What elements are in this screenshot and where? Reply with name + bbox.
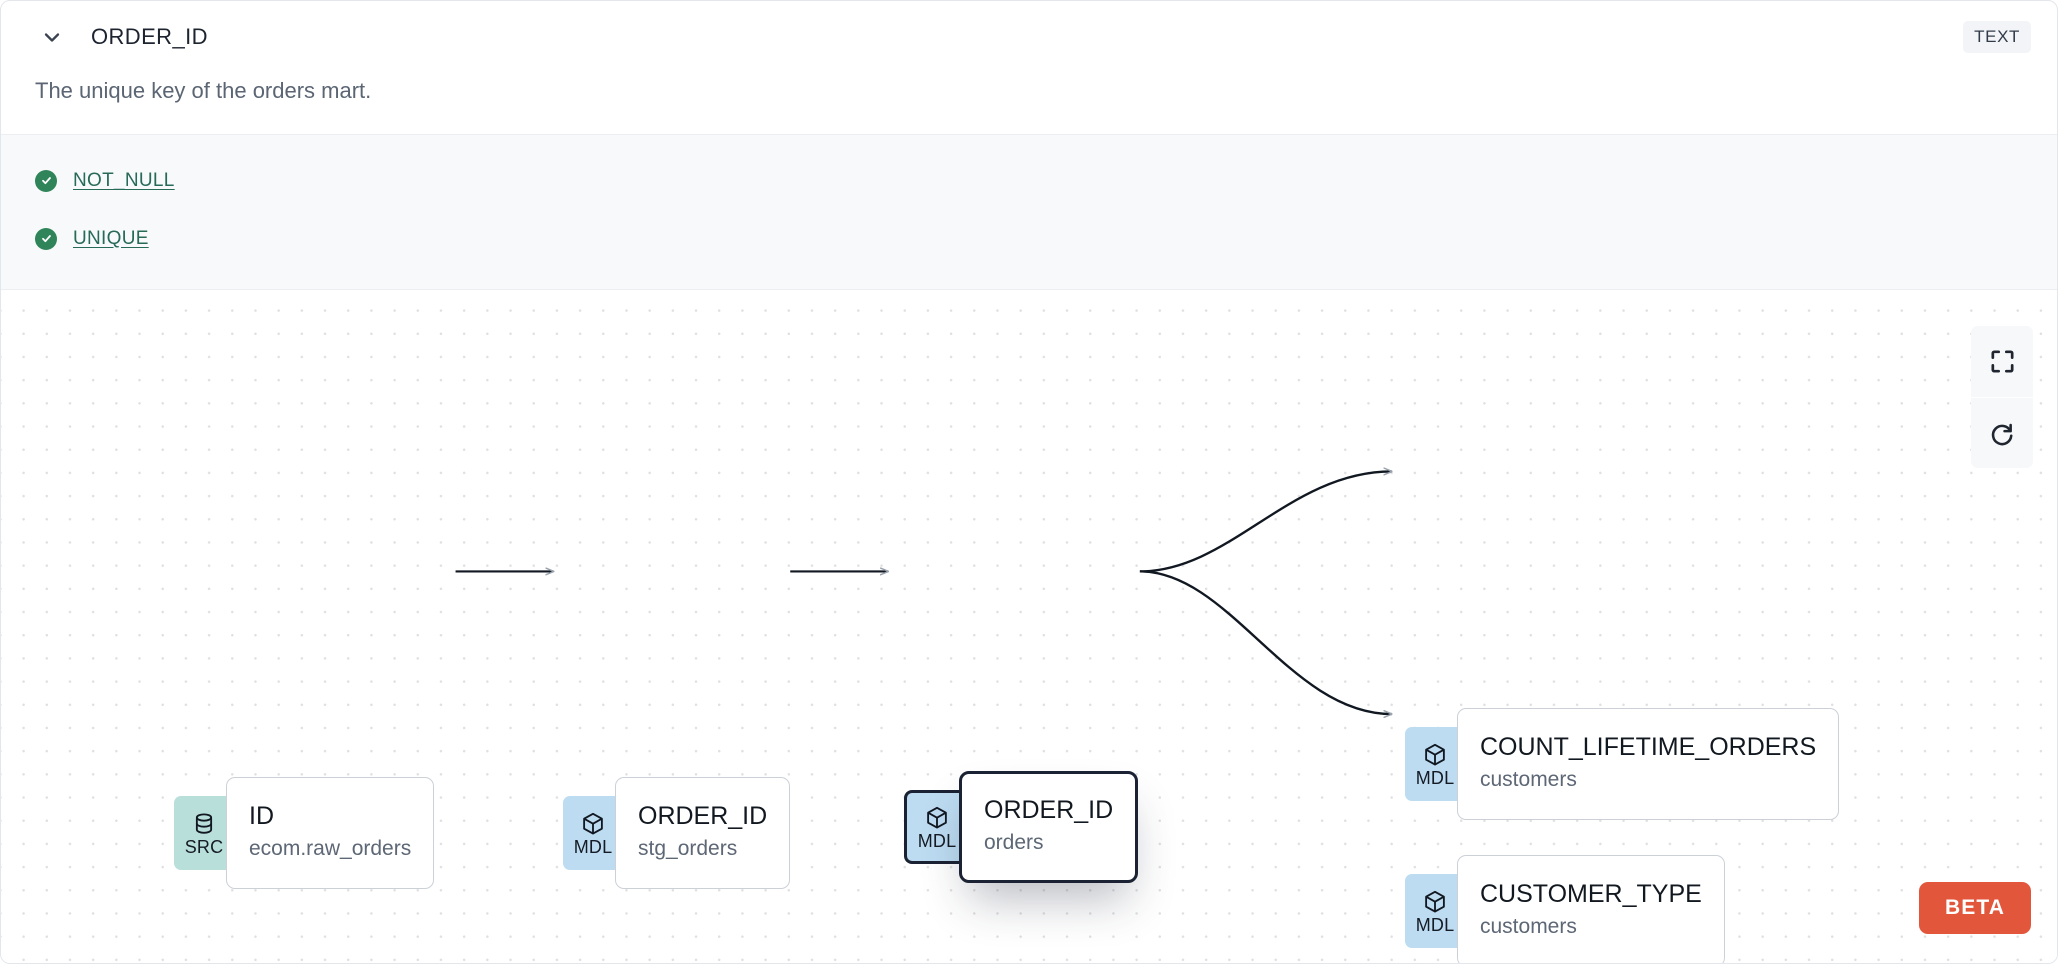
cube-icon <box>1425 743 1445 766</box>
chevron-down-icon[interactable] <box>35 20 69 54</box>
node-column-name: ORDER_ID <box>984 796 1114 825</box>
lineage-node-stg-order[interactable]: MDL ORDER_ID stg_orders <box>563 776 791 889</box>
tests-section: NOT_NULL UNIQUE <box>1 133 2057 290</box>
node-model-name: ecom.raw_orders <box>249 836 412 860</box>
test-row: NOT_NULL <box>35 152 2023 210</box>
check-circle-icon <box>35 169 57 192</box>
page-title: ORDER_ID <box>91 24 208 49</box>
database-icon <box>195 813 213 834</box>
node-body: ID ecom.raw_orders <box>226 776 435 889</box>
lineage-node-src-id[interactable]: SRC ID ecom.raw_orders <box>174 776 435 889</box>
node-column-name: ORDER_ID <box>638 802 768 831</box>
node-kind-label: MDL <box>1415 767 1455 788</box>
test-link-not-null[interactable]: NOT_NULL <box>73 169 175 191</box>
column-type-badge: TEXT <box>1963 21 2031 53</box>
node-kind-label: MDL <box>917 830 957 851</box>
lineage-node-mart-order[interactable]: MDL ORDER_ID orders <box>904 770 1139 883</box>
node-column-name: CUSTOMER_TYPE <box>1480 880 1702 909</box>
edge-mart-to-customer-type <box>1139 569 1392 714</box>
lineage-graph: SRC ID ecom.raw_orders MDL <box>1 290 2057 963</box>
lineage-canvas[interactable]: SRC ID ecom.raw_orders MDL <box>1 289 2057 963</box>
column-description: The unique key of the orders mart. <box>35 78 372 103</box>
reset-layout-button[interactable] <box>1971 396 2033 468</box>
beta-badge[interactable]: BETA <box>1918 882 2031 934</box>
fit-view-icon <box>1990 350 2014 373</box>
node-kind-label: MDL <box>573 836 613 857</box>
node-model-name: customers <box>1480 914 1577 938</box>
node-body: ORDER_ID stg_orders <box>615 776 791 889</box>
node-kind-label: MDL <box>1415 914 1455 935</box>
node-model-name: orders <box>984 830 1044 854</box>
node-model-name: stg_orders <box>638 836 738 860</box>
node-kind-label: SRC <box>184 836 224 857</box>
node-body: CUSTOMER_TYPE customers <box>1457 854 1725 963</box>
node-kind-badge-mdl: MDL <box>1405 873 1465 948</box>
node-kind-badge-src: SRC <box>174 795 234 870</box>
test-row: UNIQUE <box>35 210 2023 268</box>
lineage-node-count-lifetime-orders[interactable]: MDL COUNT_LIFETIME_ORDERS customers <box>1405 707 1840 820</box>
node-kind-badge-mdl: MDL <box>1405 726 1465 801</box>
node-column-name: COUNT_LIFETIME_ORDERS <box>1480 733 1817 762</box>
node-body: ORDER_ID orders <box>959 770 1139 883</box>
node-column-name: ID <box>249 802 274 831</box>
node-body: COUNT_LIFETIME_ORDERS customers <box>1457 707 1840 820</box>
cube-icon <box>583 812 603 835</box>
cube-icon <box>927 806 947 829</box>
cube-icon <box>1425 890 1445 913</box>
check-circle-icon <box>35 227 57 250</box>
node-kind-badge-mdl: MDL <box>563 795 623 870</box>
test-link-unique[interactable]: UNIQUE <box>73 227 149 249</box>
fit-view-button[interactable] <box>1971 325 2033 397</box>
panel-header: ORDER_ID TEXT <box>1 1 2057 73</box>
node-kind-badge-mdl: MDL <box>904 789 967 864</box>
lineage-node-customer-type[interactable]: MDL CUSTOMER_TYPE customers <box>1405 854 1725 963</box>
node-model-name: customers <box>1480 767 1577 791</box>
edge-mart-to-count <box>1139 471 1392 573</box>
reset-icon <box>1991 423 2013 445</box>
canvas-controls <box>1971 325 2033 468</box>
